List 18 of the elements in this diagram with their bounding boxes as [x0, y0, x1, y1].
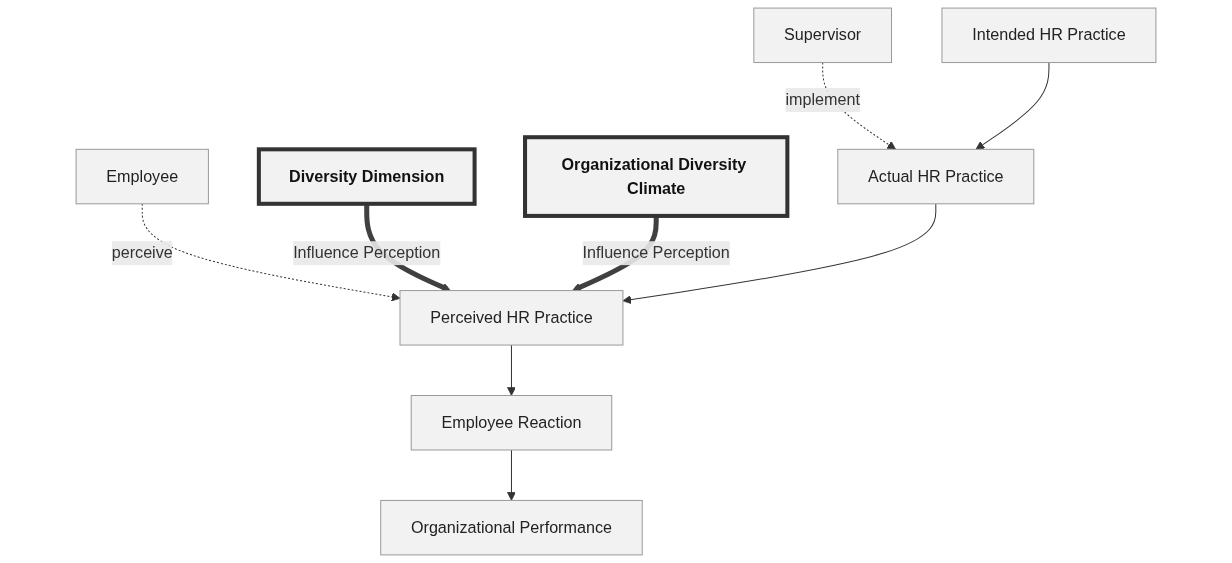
node-box: Perceived HR Practice [399, 290, 624, 346]
arrow [507, 449, 516, 501]
edge-label: Influence Perception [582, 244, 730, 262]
node-box: Organizational Performance [380, 499, 643, 556]
edge-label: Influence Perception [293, 244, 441, 262]
node-box: Supervisor [753, 7, 892, 64]
node-box: Employee Reaction [410, 395, 613, 451]
node-box: Organizational Diversity Climate [523, 135, 790, 218]
node-box: Employee [75, 148, 209, 205]
arrow [822, 62, 896, 150]
node-box: Diversity Dimension [256, 147, 477, 206]
edge-label: implement [785, 90, 860, 108]
node-box: Actual HR Practice [837, 148, 1035, 205]
arrow [975, 62, 1050, 150]
arrow [507, 344, 516, 396]
arrow [622, 203, 937, 305]
edge-label: perceive [111, 244, 173, 262]
node-box: Intended HR Practice [941, 7, 1157, 64]
